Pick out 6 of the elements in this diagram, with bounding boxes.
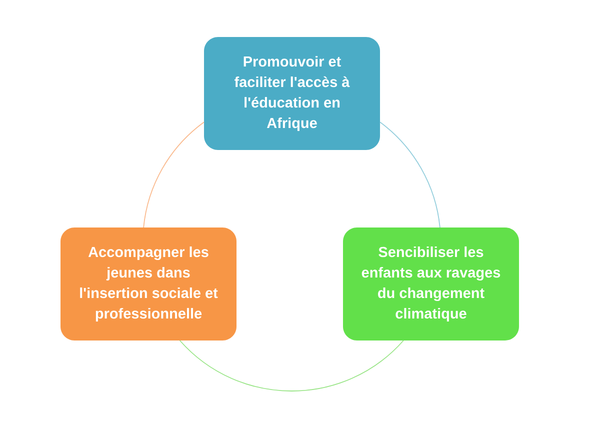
process-box: Sencibiliser les enfants aux ravages du changement climatique — [343, 227, 519, 340]
process-box: Promouvoir et faciliter l'accès à l'éducation en Afrique — [204, 37, 380, 150]
arc-connector — [179, 340, 404, 392]
arc-connector — [143, 122, 204, 228]
arc-connector — [380, 122, 440, 228]
process-box: Accompagner les jeunes dans l'insertion sociale et professionnelle — [60, 227, 236, 340]
